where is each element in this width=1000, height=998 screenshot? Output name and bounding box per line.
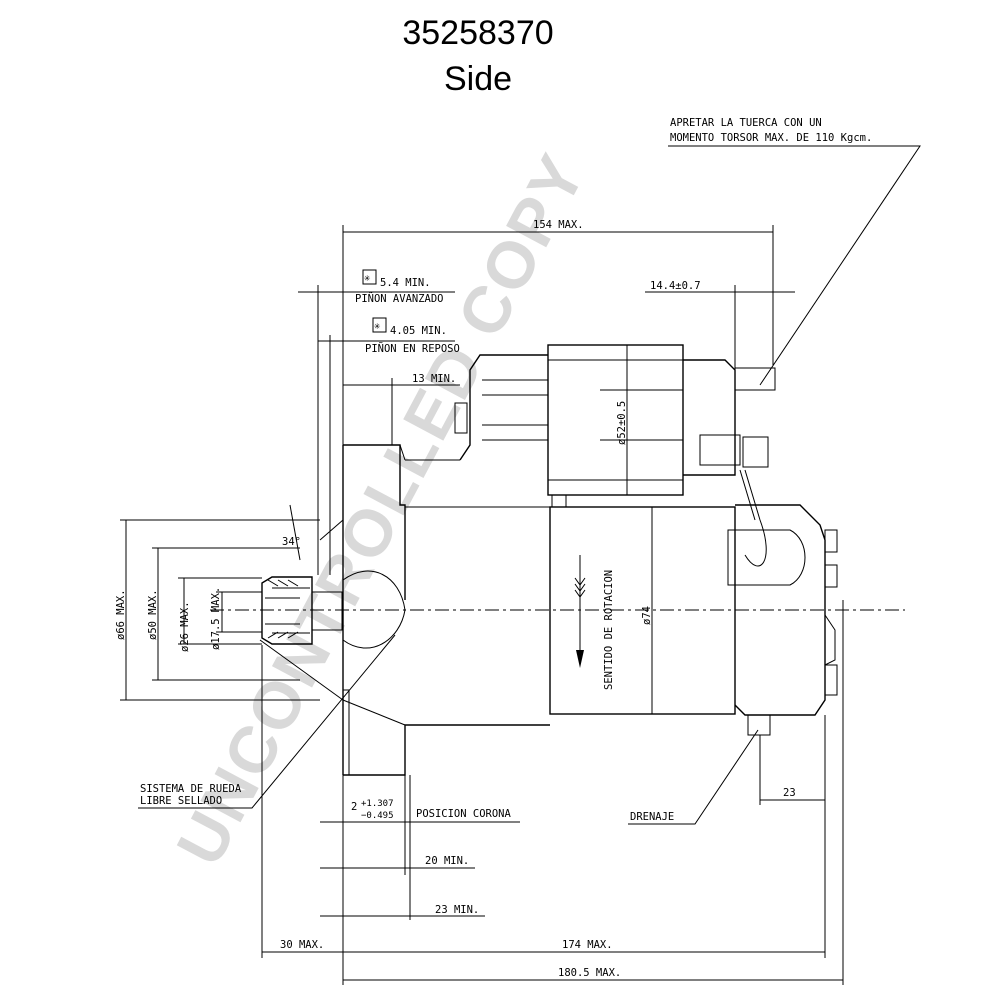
dim-13-min: 13 MIN. <box>412 373 456 385</box>
crown-base: 2 <box>351 801 357 813</box>
dim-d66: ø66 MAX. <box>115 589 127 640</box>
star-symbol: ✳ <box>374 320 381 332</box>
part-number-title: 35258370 <box>402 14 554 52</box>
crown-tol-lower: −0.495 <box>361 811 394 821</box>
watermark: UNCONTROLLED COPY <box>162 142 600 877</box>
dim-174-max: 174 MAX. <box>562 939 613 951</box>
drain-leader <box>628 729 759 825</box>
freewheel-line2: LIBRE SELLADO <box>140 795 222 807</box>
dim-d17: ø17.5 MAX. <box>210 587 222 650</box>
freewheel-leader <box>138 634 396 809</box>
dim-d74: ø74 <box>641 606 653 625</box>
star-box-icon <box>362 269 377 285</box>
dim-d52: ø52±0.5 <box>616 401 628 445</box>
torque-note-line2: MOMENTO TORSOR MAX. DE 110 Kgcm. <box>670 132 872 144</box>
torque-leader <box>668 145 921 386</box>
view-subtitle: Side <box>443 60 513 98</box>
dim-154-max: 154 MAX. <box>533 219 584 231</box>
solenoid <box>454 344 776 508</box>
rotation-arrow <box>574 555 586 668</box>
angle-34: 34° <box>282 536 301 548</box>
dim-d26: ø26 MAX. <box>179 601 191 652</box>
pinion-advanced-value: 5.4 MIN. <box>380 277 431 289</box>
pinion-advanced-label: PIÑON AVANZADO <box>355 292 444 305</box>
pinion <box>261 576 343 645</box>
pinion-rest-label: PIÑON EN REPOSO <box>365 342 460 355</box>
dim-23-min: 23 MIN. <box>435 904 479 916</box>
motor-body <box>405 469 838 736</box>
dim-d50: ø50 MAX. <box>147 589 159 640</box>
angle-leader <box>289 504 301 561</box>
dim-30-max: 30 MAX. <box>280 939 324 951</box>
rotation-label: SENTIDO DE ROTACION <box>603 570 615 690</box>
dim-23-drain: 23 <box>783 787 796 799</box>
pinion-rest-value: 4.05 MIN. <box>390 325 447 337</box>
torque-note-line1: APRETAR LA TUERCA CON UN <box>670 117 822 129</box>
crown-position-label: POSICION CORONA <box>416 808 512 820</box>
drive-end-housing <box>259 444 550 776</box>
dim-180-max: 180.5 MAX. <box>558 967 621 979</box>
dim-stud: 14.4±0.7 <box>650 280 701 292</box>
freewheel-line1: SISTEMA DE RUEDA <box>140 783 242 795</box>
crown-tol-upper: +1.307 <box>361 799 394 809</box>
star-box-icon <box>372 317 387 333</box>
star-symbol: ✳ <box>364 272 371 284</box>
drain-label: DRENAJE <box>630 811 674 823</box>
dim-20-min: 20 MIN. <box>425 855 469 867</box>
